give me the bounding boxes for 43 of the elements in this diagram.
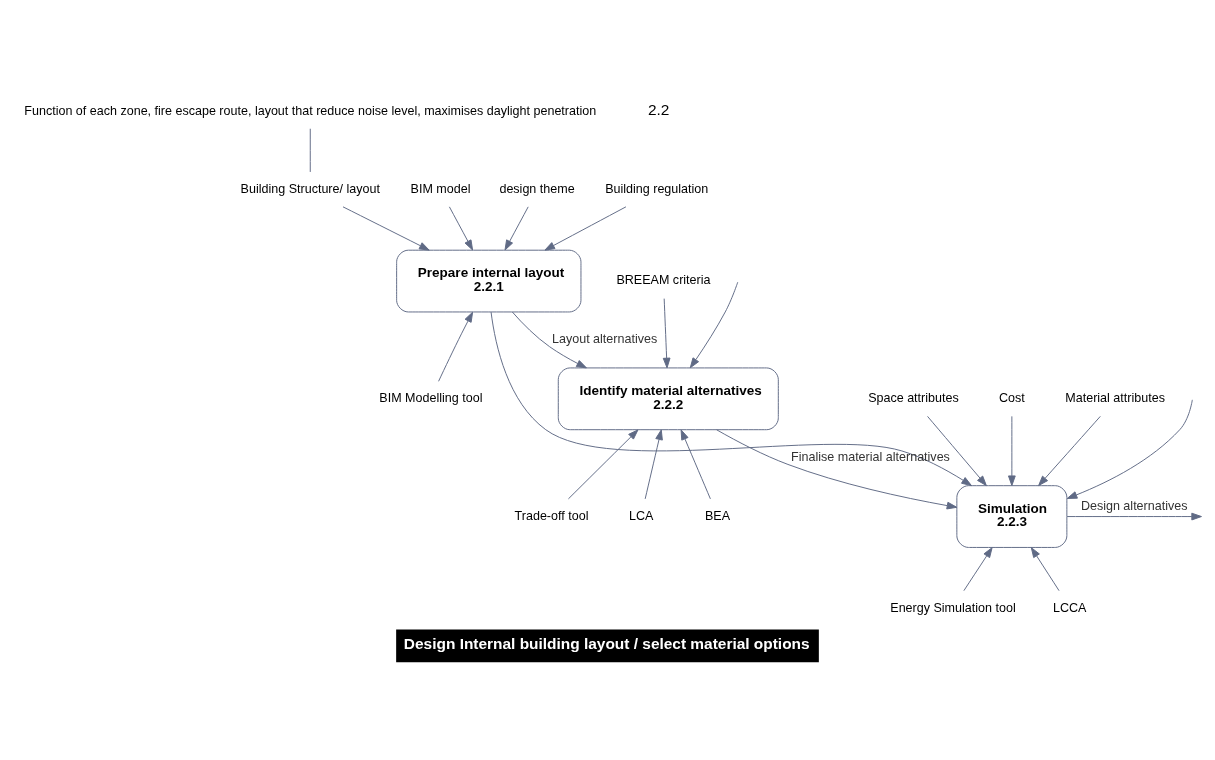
node-text: LCA <box>629 508 654 523</box>
diagram-title: Design Internal building layout / select material options <box>403 634 810 652</box>
arrow <box>438 311 474 382</box>
node-text: Cost <box>998 391 1025 406</box>
arrow <box>544 206 627 251</box>
node-box: Prepare internal layout 2.2.1 <box>396 249 582 313</box>
label: 2.2 <box>647 100 670 118</box>
arrow <box>1066 512 1202 521</box>
node-text: BEA <box>704 508 731 523</box>
arrow <box>448 206 474 251</box>
node-box: Identify material alternatives 2.2.2 <box>557 367 779 431</box>
arrow <box>1030 547 1060 592</box>
arrow <box>927 415 987 487</box>
arrow <box>1038 415 1101 487</box>
arrow <box>490 311 972 487</box>
arrow <box>680 429 711 500</box>
edge-label: Design alternatives <box>1080 499 1188 514</box>
node-text: Trade-off tool <box>514 508 589 523</box>
node-text: BIM model <box>410 181 471 196</box>
node-text: Energy Simulation tool <box>890 600 1016 615</box>
arrow <box>689 281 739 369</box>
node-text: Building regulation <box>605 181 709 196</box>
node-text: Material attributes <box>1065 391 1165 406</box>
node-text: Building Structure/ layout <box>240 181 380 196</box>
arrow <box>567 429 639 500</box>
arrow <box>504 206 529 251</box>
node-text: BREEAM criteria <box>616 273 711 288</box>
arrow <box>716 429 958 510</box>
node-text: BIM Modelling tool <box>379 391 483 406</box>
node-text: design theme <box>499 181 575 196</box>
node-text: Space attributes <box>868 391 959 406</box>
node-box: Simulation 2.2.3 <box>956 485 1068 548</box>
arrow <box>342 206 430 251</box>
arrow <box>644 429 663 500</box>
arrow <box>1066 399 1193 499</box>
connector <box>309 128 311 173</box>
arrow <box>662 298 671 369</box>
arrow <box>963 547 993 592</box>
arrow <box>511 311 587 369</box>
arrow <box>1008 415 1016 487</box>
edge-label: Layout alternatives <box>552 332 658 347</box>
node-text: Function of each zone, fire escape route, layout that reduce noise level, maximises daylight penetration <box>24 103 597 118</box>
node-text: LCCA <box>1053 600 1087 615</box>
